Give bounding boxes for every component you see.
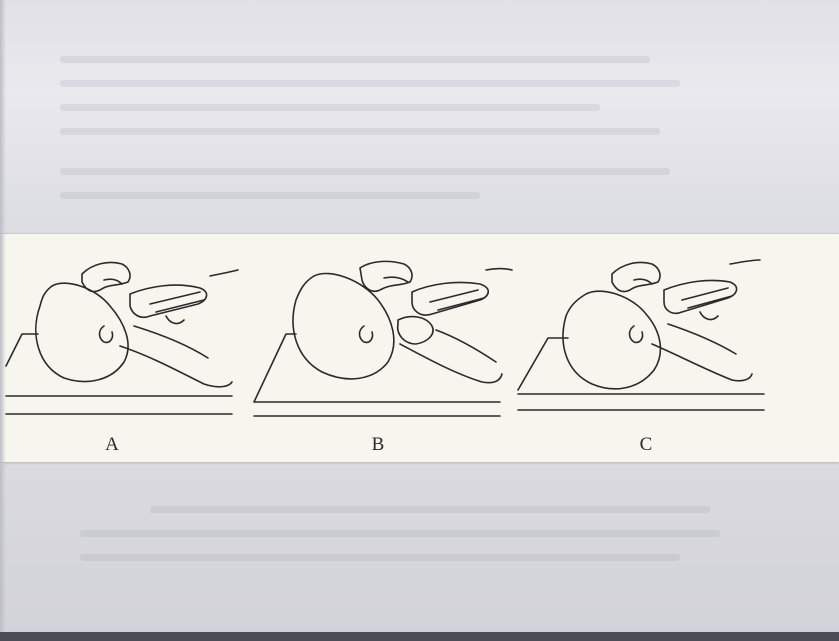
panel-c-mouth bbox=[634, 279, 652, 284]
neck-position-illustrations bbox=[0, 234, 839, 462]
panel-c-hand bbox=[664, 280, 737, 313]
bleed-through-text-line bbox=[60, 192, 480, 199]
panel-b-face bbox=[360, 261, 412, 291]
panel-a-tongue bbox=[166, 316, 184, 323]
panel-b-collar bbox=[398, 317, 433, 344]
panel-label-b: B bbox=[358, 434, 398, 456]
panel-b-illustration bbox=[254, 261, 512, 416]
bleed-through-text-line bbox=[60, 56, 650, 63]
panel-a-face bbox=[82, 262, 130, 291]
panel-c-head bbox=[563, 291, 660, 389]
panel-b-shoulder bbox=[400, 344, 502, 383]
panel-a-ear bbox=[100, 326, 113, 342]
panel-c-face bbox=[612, 262, 660, 291]
underlying-page-bottom bbox=[0, 462, 839, 641]
panel-b-head bbox=[293, 273, 394, 378]
panel-label-a: A bbox=[92, 434, 132, 456]
bleed-through-text-line bbox=[60, 128, 660, 135]
panel-c-shoulder bbox=[652, 344, 752, 381]
underlying-page-top bbox=[0, 0, 839, 232]
panel-c-illustration bbox=[518, 260, 764, 410]
panel-b-hand bbox=[412, 282, 488, 315]
panel-c-ear bbox=[630, 326, 643, 342]
bleed-through-text-line bbox=[80, 530, 720, 537]
photo-left-shadow bbox=[0, 0, 6, 641]
panel-a-neck-hand bbox=[130, 285, 207, 317]
panel-a-illustration bbox=[6, 262, 238, 414]
panel-a-head bbox=[36, 283, 128, 381]
panel-c-body bbox=[668, 260, 760, 354]
bleed-through-text-line bbox=[80, 554, 680, 561]
panel-b-ear bbox=[360, 326, 373, 342]
figure-strip: A B C bbox=[0, 234, 839, 462]
photo-bottom-edge bbox=[0, 632, 839, 641]
bleed-through-text-line bbox=[60, 104, 600, 111]
panel-b-mouth bbox=[384, 277, 408, 282]
panel-label-c: C bbox=[626, 434, 666, 456]
bleed-through-text-line bbox=[150, 506, 710, 513]
bleed-through-text-line bbox=[60, 80, 680, 87]
panel-a-mouth bbox=[104, 279, 122, 284]
panel-a-table bbox=[6, 334, 232, 414]
panel-c-tongue bbox=[700, 312, 718, 319]
bleed-through-text-line bbox=[60, 168, 670, 175]
panel-a-shoulder bbox=[120, 346, 232, 387]
panel-a-body bbox=[134, 270, 238, 358]
